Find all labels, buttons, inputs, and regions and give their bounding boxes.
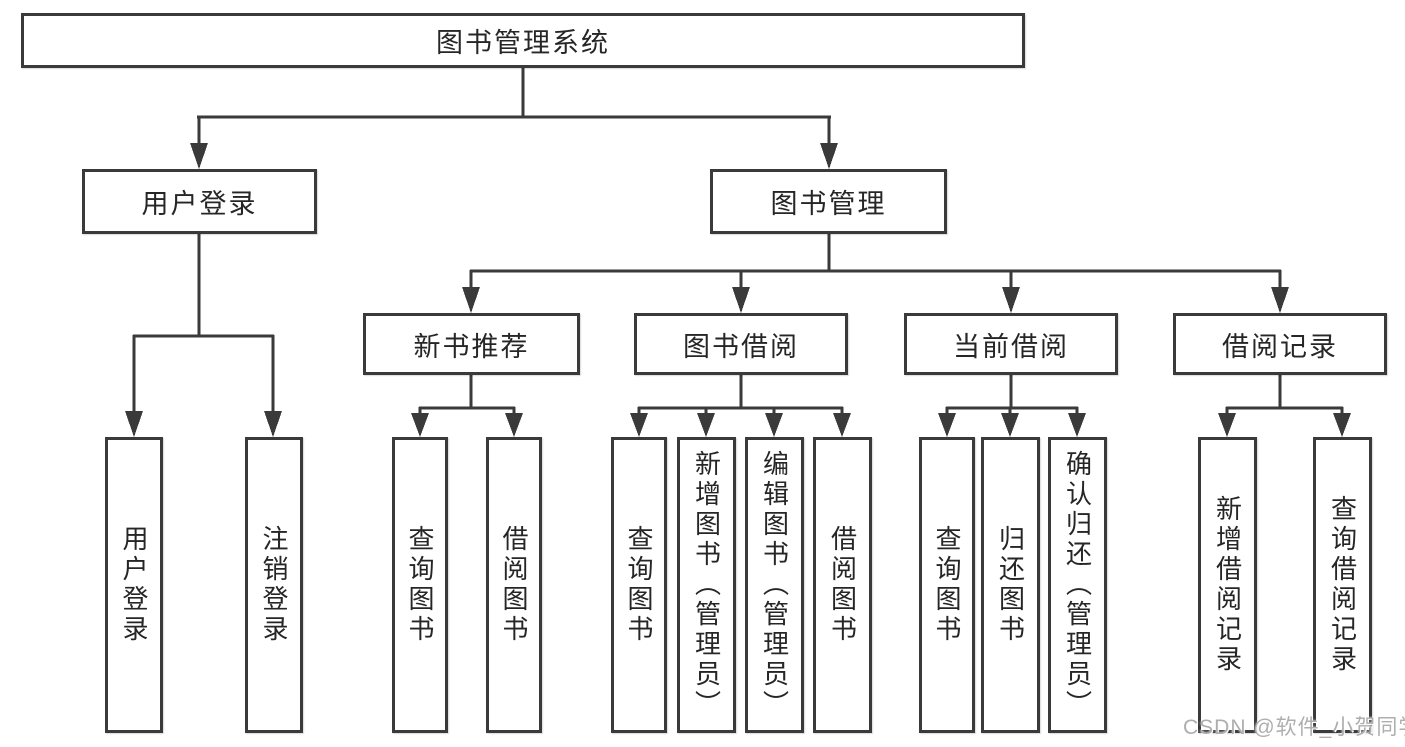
node-label: 新书推荐 xyxy=(413,331,530,362)
node-label: 新增借阅记录 xyxy=(1212,495,1243,675)
connector-borrow-records-to-leaves xyxy=(1218,375,1351,437)
node-borrowing-records: 借阅记录 xyxy=(1173,313,1387,375)
node-label: 查询图书 xyxy=(405,525,435,645)
node-label: 借阅记录 xyxy=(1222,331,1338,362)
node-label: 图书借阅 xyxy=(683,331,799,362)
leaf-add-books-admin: 新增图书（管理员） xyxy=(677,437,736,733)
node-label: 归还图书 xyxy=(995,525,1026,645)
node-label: 图书管理 xyxy=(770,189,887,219)
leaf-query-books-borrow: 查询图书 xyxy=(611,437,667,733)
node-book-borrowing: 图书借阅 xyxy=(634,313,848,375)
leaf-query-books-recommend: 查询图书 xyxy=(392,437,448,733)
leaf-logout: 注销登录 xyxy=(245,437,303,733)
leaf-borrow-books-recommend: 借阅图书 xyxy=(486,437,542,733)
node-label: 用户登录 xyxy=(141,189,258,219)
leaf-query-borrow-record: 查询借阅记录 xyxy=(1313,437,1372,733)
leaf-query-books-current: 查询图书 xyxy=(919,437,975,733)
node-book-management: 图书管理 xyxy=(710,169,947,234)
node-label: 借阅图书 xyxy=(827,525,858,645)
node-label: 确认归还（管理员） xyxy=(1062,450,1093,720)
csdn-watermark: CSDN @软件_小贺同学 xyxy=(1183,716,1405,739)
leaf-edit-books-admin: 编辑图书（管理员） xyxy=(745,437,804,733)
connector-book-borrow-to-leaves xyxy=(630,375,851,437)
leaf-user-login: 用户登录 xyxy=(105,437,163,733)
leaf-confirm-return-admin: 确认归还（管理员） xyxy=(1048,437,1107,733)
connector-user-login-to-leaves xyxy=(125,234,282,437)
leaf-borrow-books: 借阅图书 xyxy=(813,437,872,733)
connector-current-borrow-to-leaves xyxy=(938,375,1086,437)
node-label: 图书管理系统 xyxy=(436,28,610,58)
node-label: 编辑图书（管理员） xyxy=(759,450,790,720)
leaf-add-borrow-record: 新增借阅记录 xyxy=(1198,437,1257,733)
node-label: 查询图书 xyxy=(932,525,962,645)
node-new-book-recommend: 新书推荐 xyxy=(363,313,580,375)
node-current-borrowing: 当前借阅 xyxy=(904,313,1118,375)
connector-root-to-level2 xyxy=(190,68,838,169)
node-label: 注销登录 xyxy=(259,525,289,645)
connector-new-book-to-leaves xyxy=(411,375,523,437)
connector-book-mgmt-to-level3 xyxy=(462,234,1289,313)
node-label: 查询图书 xyxy=(624,525,654,645)
node-label: 查询借阅记录 xyxy=(1327,495,1358,675)
node-label: 新增图书（管理员） xyxy=(691,450,722,720)
node-label: 当前借阅 xyxy=(953,331,1069,362)
node-label: 借阅图书 xyxy=(499,525,529,645)
node-label: 用户登录 xyxy=(119,525,149,645)
node-user-login-module: 用户登录 xyxy=(82,169,317,234)
leaf-return-books: 归还图书 xyxy=(981,437,1040,733)
node-library-system: 图书管理系统 xyxy=(21,13,1025,68)
